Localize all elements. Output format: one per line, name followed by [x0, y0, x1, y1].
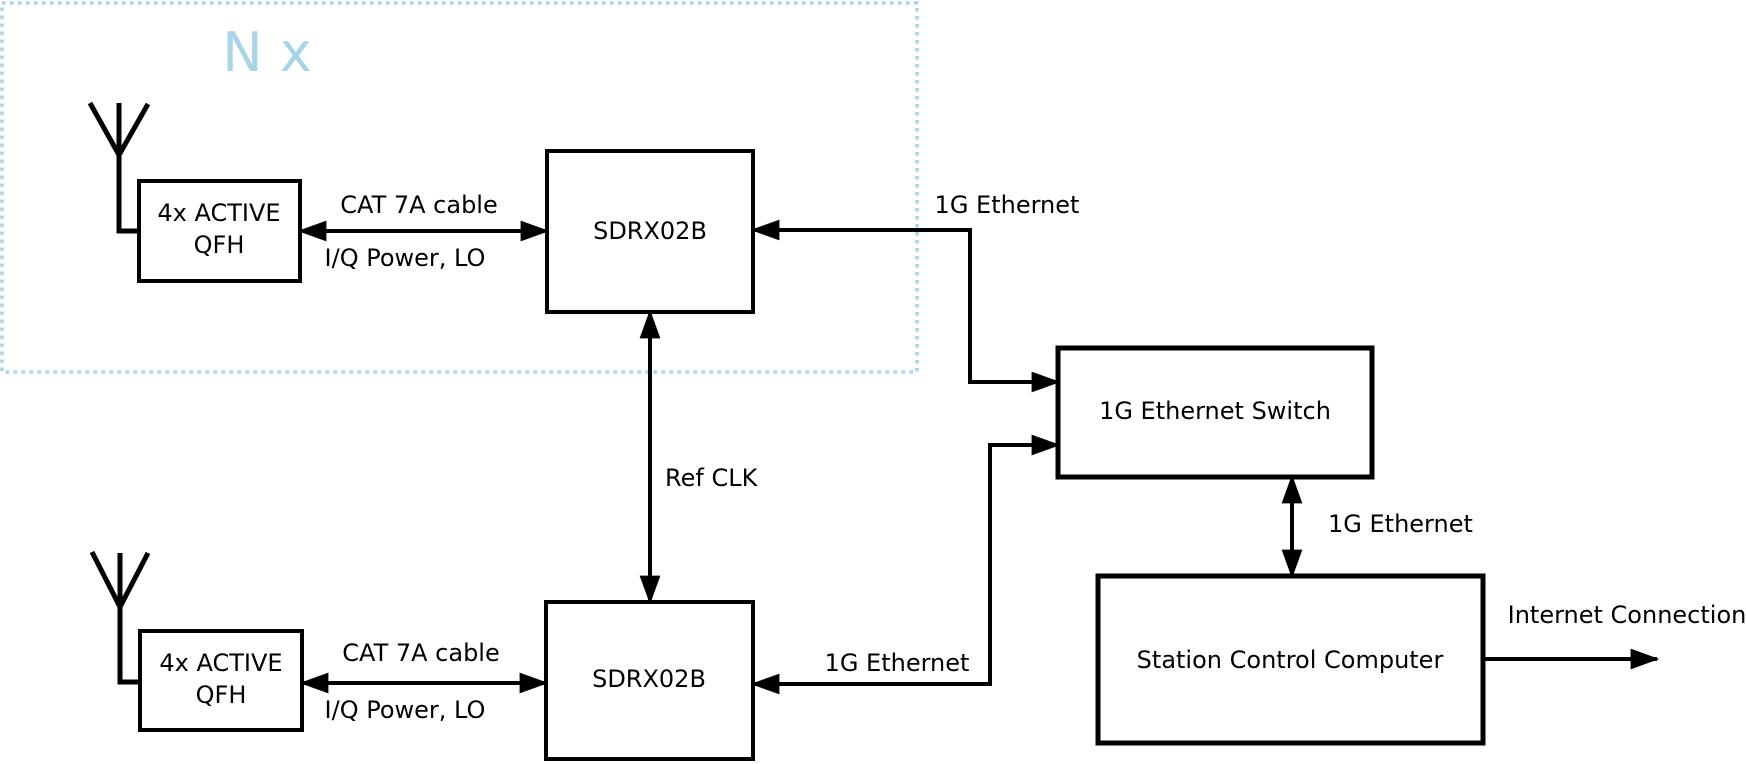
qfh-box-top [137, 179, 302, 283]
ethernet-top-label: 1G Ethernet [935, 191, 1080, 219]
ethernet-switch-label: 1G Ethernet Switch [1099, 397, 1331, 425]
ethernet-link-top [750, 219, 1061, 393]
qfh-top-label-line1: 4x ACTIVE [157, 199, 280, 227]
antenna-icon-top [87, 101, 151, 234]
internet-connection-label: Internet Connection [1508, 601, 1746, 629]
ethernet-bottom-label: 1G Ethernet [825, 649, 970, 677]
cat7a-top-label-below: I/Q Power, LO [325, 244, 486, 272]
sdrx-box-top [545, 149, 755, 314]
qfh-bottom-label-line2: QFH [196, 681, 247, 709]
antenna-icon-bottom [89, 550, 151, 685]
cat7a-top-label-above: CAT 7A cable [340, 191, 498, 219]
ethernet-link-bottom [750, 434, 1061, 695]
sdrx-bottom-label: SDRX02B [592, 665, 706, 693]
station-control-computer-label: Station Control Computer [1137, 646, 1444, 674]
sdrx-top-label: SDRX02B [593, 217, 707, 245]
ethernet-switch-scc-label: 1G Ethernet [1328, 510, 1473, 538]
cat7a-bottom-label-below: I/Q Power, LO [325, 696, 486, 724]
ref-clk-label: Ref CLK [665, 464, 759, 492]
replicated-group-box [0, 1, 919, 374]
group-multiplier-label: N x [222, 21, 312, 84]
qfh-top-label-line2: QFH [194, 231, 245, 259]
ethernet-switch-box [1055, 345, 1375, 480]
cat7a-bottom-label-above: CAT 7A cable [342, 639, 500, 667]
qfh-bottom-label-line1: 4x ACTIVE [159, 649, 282, 677]
